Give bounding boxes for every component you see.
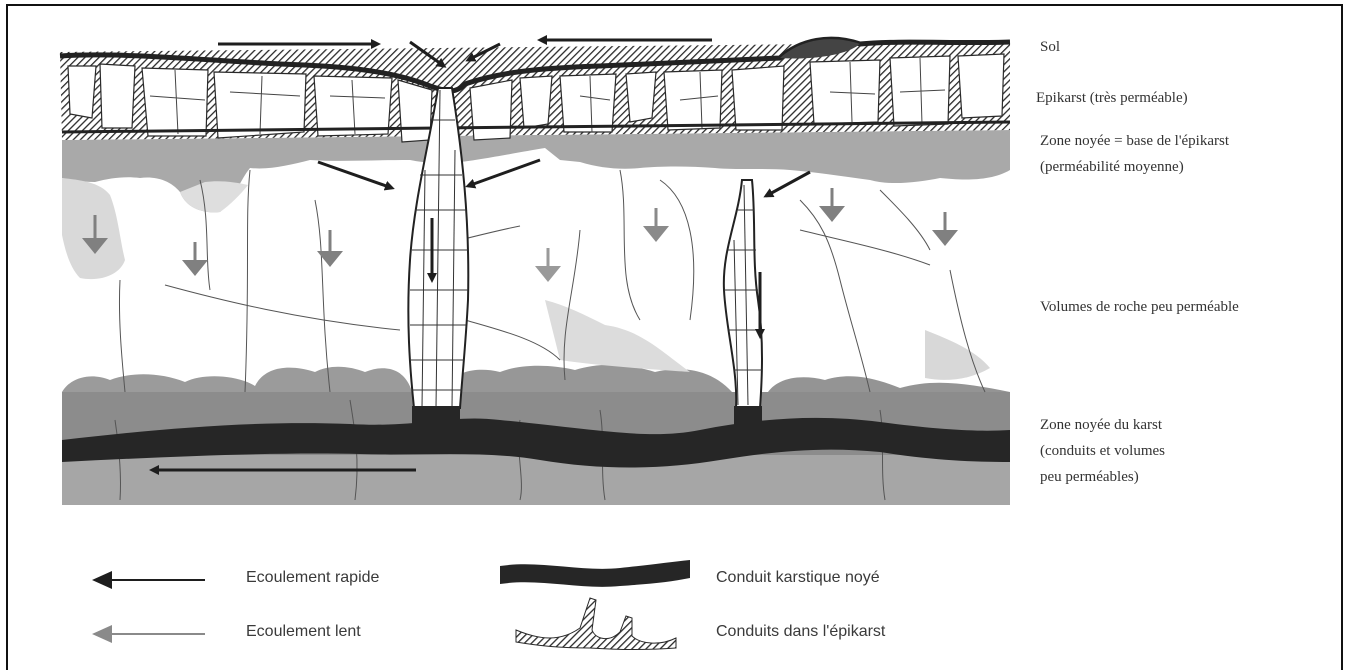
legend-karst-conduit-icon: [500, 560, 690, 587]
epikarst-base-zone: [62, 130, 1010, 380]
fast-arrow-left-shaft: [318, 162, 392, 188]
slow-arrow-6: [819, 188, 845, 222]
fast-arrow-right-shaft-2: [766, 172, 810, 196]
legend-label-fast-flow: Ecoulement rapide: [246, 569, 379, 587]
fast-arrow-right-shaft: [468, 160, 540, 186]
label-epikarst: Epikarst (très perméable): [1036, 87, 1188, 110]
legend-fast-arrow-icon: [92, 571, 205, 589]
legend-label-karst-conduit: Conduit karstique noyé: [716, 569, 880, 587]
label-zone-noyee-karst-line1: Zone noyée du karst: [1040, 414, 1162, 437]
label-zone-noyee-epikarst-line2: (perméabilité moyenne): [1040, 156, 1184, 179]
label-zone-noyee-karst-line2: (conduits et volumes: [1040, 440, 1165, 463]
legend-slow-arrow-icon: [92, 625, 205, 643]
label-zone-noyee-karst-line3: peu perméables): [1040, 466, 1139, 489]
legend-label-slow-flow: Ecoulement lent: [246, 623, 361, 641]
legend-epikarst-conduits-icon: [516, 598, 676, 650]
label-sol: Sol: [1040, 36, 1060, 59]
slow-arrow-5: [643, 208, 669, 242]
slow-arrow-7: [932, 212, 958, 246]
legend-label-epikarst-conduits: Conduits dans l'épikarst: [716, 623, 885, 641]
slow-arrow-2: [182, 242, 208, 276]
label-volumes-roche: Volumes de roche peu perméable: [1040, 296, 1239, 319]
legend-symbols: [92, 560, 690, 650]
label-zone-noyee-epikarst-line1: Zone noyée = base de l'épikarst: [1040, 130, 1229, 153]
slow-arrow-4: [535, 248, 561, 282]
epikarst-layer: [60, 39, 1010, 142]
